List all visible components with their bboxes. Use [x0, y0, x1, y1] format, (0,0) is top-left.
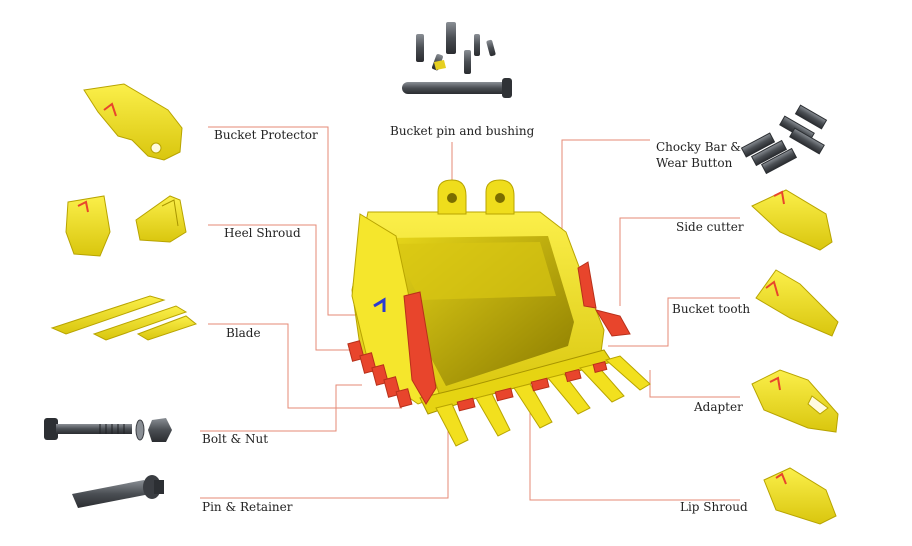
bucket-pin-bushing-image: [402, 22, 512, 98]
label-bolt-nut: Bolt & Nut: [202, 432, 269, 446]
label-bucket-protector: Bucket Protector: [214, 128, 318, 142]
heel-shroud-image: [65, 195, 187, 257]
heel-shroud-blocks: [347, 340, 413, 408]
leader-lines: [200, 126, 740, 501]
label-pin-retainer: Pin & Retainer: [202, 500, 293, 514]
label-adapter: Adapter: [694, 400, 743, 414]
label-side-cutter: Side cutter: [676, 220, 744, 234]
bolt-nut-image: [44, 418, 172, 442]
pin-retainer-image: [72, 475, 164, 508]
bucket-protector-image: [83, 83, 183, 161]
label-bucket-pin-bushing: Bucket pin and bushing: [390, 124, 535, 138]
lip-shroud-blocks: [456, 361, 608, 412]
leader-lip-shroud: [529, 400, 740, 501]
chocky-bar-image: [740, 104, 828, 175]
leader-bolt-nut: [200, 384, 362, 432]
leader-pin-retainer: [200, 422, 449, 499]
label-bucket-tooth: Bucket tooth: [672, 302, 751, 316]
bucket-teeth: [435, 355, 651, 447]
leader-side-cutter: [619, 217, 740, 306]
label-blade: Blade: [226, 326, 261, 340]
label-heel-shroud: Heel Shroud: [224, 226, 301, 240]
leader-adapter: [649, 370, 740, 398]
blade-image: [50, 295, 198, 341]
label-chocky-bar-line2: Wear Button: [656, 156, 733, 170]
excavator-bucket: [347, 179, 651, 447]
leader-blade: [208, 323, 402, 409]
bucket-tooth-image: [755, 269, 839, 337]
leader-chocky: [561, 139, 650, 244]
lip-shroud-image: [763, 467, 837, 525]
adapter-image: [751, 369, 839, 433]
label-lip-shroud: Lip Shroud: [680, 500, 748, 514]
side-cutter-image: [751, 189, 833, 251]
label-chocky-bar-line1: Chocky Bar &: [656, 140, 741, 154]
leader-bucket-tooth: [608, 297, 740, 347]
leader-heel-shroud: [208, 224, 356, 351]
